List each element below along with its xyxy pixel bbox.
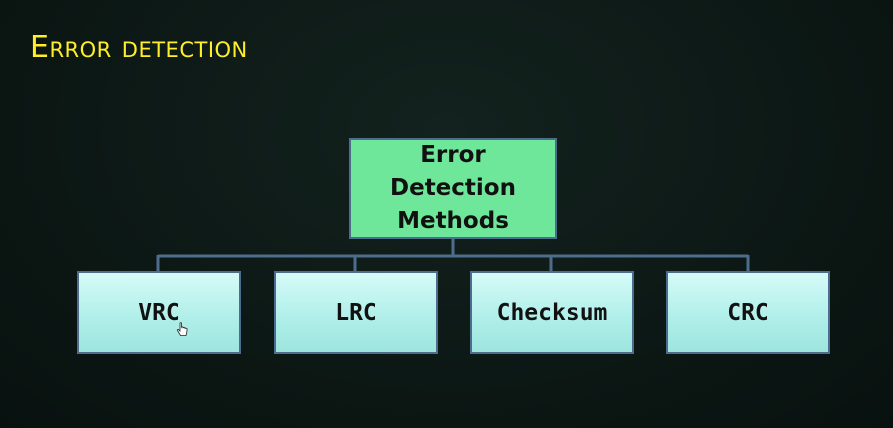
child-node-label: Checksum: [496, 299, 608, 326]
child-node-label: LRC: [335, 299, 377, 326]
child-node-vrc: VRC: [77, 271, 241, 354]
root-node-label-line2: Detection: [390, 175, 516, 201]
root-node-label-line1: Error: [420, 142, 486, 168]
child-node-checksum: Checksum: [470, 271, 634, 354]
child-node-crc: CRC: [666, 271, 830, 354]
child-node-label: CRC: [727, 299, 769, 326]
slide-title: Error detection: [30, 30, 248, 65]
root-node-label-line3: Methods: [397, 208, 509, 234]
root-node-error-detection-methods: Error Detection Methods: [349, 138, 557, 239]
child-node-label: VRC: [138, 299, 180, 326]
hand-pointer-icon: [176, 322, 188, 336]
child-node-lrc: LRC: [274, 271, 438, 354]
